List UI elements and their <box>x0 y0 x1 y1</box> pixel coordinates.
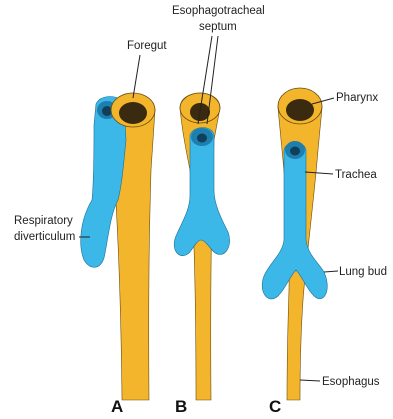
trachea-lumen-c <box>290 147 300 156</box>
esophagus-label: Esophagus <box>322 376 380 388</box>
septum-label-line1: Esophagotracheal <box>172 5 265 17</box>
label-foregut: Foregut <box>127 40 167 98</box>
septum-label-line2: septum <box>199 21 237 33</box>
panel-label-b: B <box>175 397 187 416</box>
foregut-lumen-a <box>119 102 147 124</box>
label-pharynx: Pharynx <box>312 92 378 104</box>
stage-a: A <box>81 93 155 416</box>
lung-bud-label: Lung bud <box>339 266 387 278</box>
esophagus-leader <box>300 380 320 381</box>
respiratory-label-line1: Respiratory <box>14 215 73 227</box>
label-esophagus: Esophagus <box>300 376 380 388</box>
pharynx-lumen-c <box>286 99 314 121</box>
pharynx-label: Pharynx <box>336 92 378 104</box>
foregut-label: Foregut <box>127 40 167 52</box>
label-respiratory-diverticulum: Respiratory diverticulum <box>14 215 90 243</box>
respiratory-lumen-a <box>102 106 112 116</box>
respiratory-label-line2: diverticulum <box>14 231 75 243</box>
foregut-leader <box>133 55 140 98</box>
panel-label-a: A <box>111 397 123 416</box>
respiratory-lumen-b <box>197 134 207 143</box>
respiratory-diverticulum-b <box>174 128 229 256</box>
trachea-label: Trachea <box>335 169 377 181</box>
lung-bud-leader <box>324 271 338 272</box>
label-lung-bud: Lung bud <box>324 266 387 278</box>
stage-b: B <box>174 93 229 416</box>
stage-c: C <box>262 88 327 416</box>
panel-label-c: C <box>269 397 281 416</box>
